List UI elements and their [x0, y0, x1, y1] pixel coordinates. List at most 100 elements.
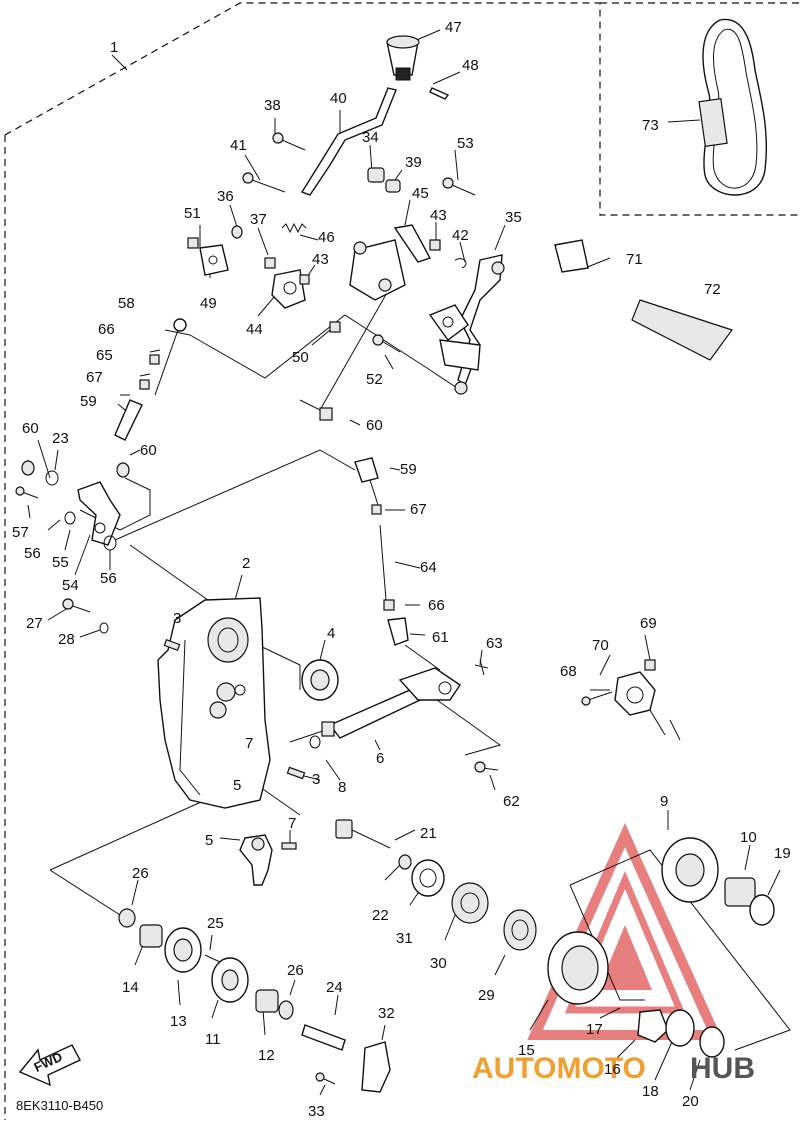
part-number: 18: [642, 1083, 659, 1100]
part-number: 9: [660, 793, 668, 810]
part-labels: 1 2 3 3 4 5 5 6 7 7 8 9 10 11 12 13 14 1…: [12, 19, 791, 1120]
bolt: [62, 598, 91, 613]
part-number: 43: [312, 251, 329, 268]
spring: [451, 882, 489, 924]
driven-gear: [211, 957, 249, 1003]
needle-bearing: [724, 877, 756, 907]
part-number: 67: [86, 369, 103, 386]
shift-shaft: [321, 667, 461, 739]
part-number: 72: [704, 281, 721, 298]
part-number: 22: [372, 907, 389, 924]
part-number: 14: [122, 979, 139, 996]
part-number: 47: [445, 19, 462, 36]
part-number: 63: [486, 635, 503, 652]
pin: [429, 87, 450, 100]
shift-lever: [300, 87, 397, 196]
caution-label: [554, 239, 589, 273]
part-number: 57: [12, 524, 29, 541]
part-number: 20: [682, 1093, 699, 1110]
o-ring: [309, 735, 321, 749]
part-number: 35: [505, 209, 522, 226]
washer: [398, 854, 412, 870]
part-number: 45: [412, 185, 429, 202]
shift-knob: [386, 35, 420, 81]
part-number: 19: [774, 845, 791, 862]
part-number: 39: [405, 154, 422, 171]
part-number: 21: [420, 825, 437, 842]
cotter-pin: [474, 659, 489, 676]
part-number: 26: [132, 865, 149, 882]
relay-lever: [77, 481, 121, 546]
part-number: 7: [245, 735, 253, 752]
part-number: 25: [207, 915, 224, 932]
assembly-boundary: [4, 2, 800, 1120]
bearing: [301, 659, 339, 701]
gear: [661, 837, 719, 903]
drive-belt: [698, 18, 768, 196]
diagram-code: 8EK3110-B450: [16, 1098, 103, 1113]
part-number: 66: [428, 597, 445, 614]
part-number: 60: [366, 417, 383, 434]
part-number: 60: [140, 442, 157, 459]
bolt: [581, 691, 613, 706]
bolt: [442, 177, 476, 196]
watermark-text-a: AUTOMOTO: [472, 1052, 646, 1085]
dowel-pin: [163, 639, 306, 780]
sleeve: [503, 909, 537, 951]
lock-nut: [637, 1009, 669, 1043]
part-number: 52: [366, 371, 383, 388]
part-number: 12: [258, 1047, 275, 1064]
part-number: 1: [110, 39, 118, 56]
part-number: 61: [432, 629, 449, 646]
part-number: 30: [430, 955, 447, 972]
part-number: 59: [400, 461, 417, 478]
bracket: [361, 1041, 391, 1093]
part-number: 11: [205, 1031, 221, 1048]
part-number: 69: [640, 615, 657, 632]
washer: [21, 460, 130, 551]
part-number: 33: [308, 1103, 325, 1120]
part-number: 70: [592, 637, 609, 654]
part-number: 51: [184, 205, 201, 222]
part-number: 5: [233, 777, 241, 794]
part-number: 7: [288, 815, 296, 832]
part-number: 68: [560, 663, 577, 680]
watermark-text: AUTOMOTO HUB: [472, 1052, 755, 1085]
washer: [278, 1000, 294, 1020]
part-number: 36: [217, 188, 234, 205]
oil-seal: [411, 859, 445, 897]
part-number: 5: [205, 832, 213, 849]
part-number: 56: [100, 570, 117, 587]
part-number: 42: [452, 227, 469, 244]
part-number: 56: [24, 545, 41, 562]
bolt: [335, 819, 391, 849]
part-number: 3: [173, 610, 181, 627]
part-number: 41: [230, 137, 247, 154]
drive-gear: [164, 927, 202, 973]
spring: [281, 222, 307, 234]
pin-bolt: [474, 761, 499, 773]
part-number: 59: [80, 393, 97, 410]
part-number: 8: [338, 779, 346, 796]
part-number: 43: [430, 207, 447, 224]
part-number: 67: [410, 501, 427, 518]
part-number: 3: [312, 771, 320, 788]
part-number: 71: [626, 251, 643, 268]
part-number: 2: [242, 555, 250, 572]
part-number: 48: [462, 57, 479, 74]
circlip: [749, 894, 775, 926]
washer: [699, 1026, 725, 1058]
part-number: 15: [518, 1042, 535, 1059]
part-number: 50: [292, 349, 309, 366]
fwd-arrow: FWD: [18, 1044, 81, 1087]
part-number: 65: [96, 347, 113, 364]
part-number: 31: [396, 930, 413, 947]
shift-bracket: [271, 239, 406, 309]
bushing: [367, 167, 401, 193]
part-number: 53: [457, 135, 474, 152]
watermark-text-b: HUB: [690, 1052, 755, 1085]
bushing: [139, 924, 163, 948]
speed-sensor: [614, 659, 666, 736]
part-number: 46: [318, 229, 335, 246]
